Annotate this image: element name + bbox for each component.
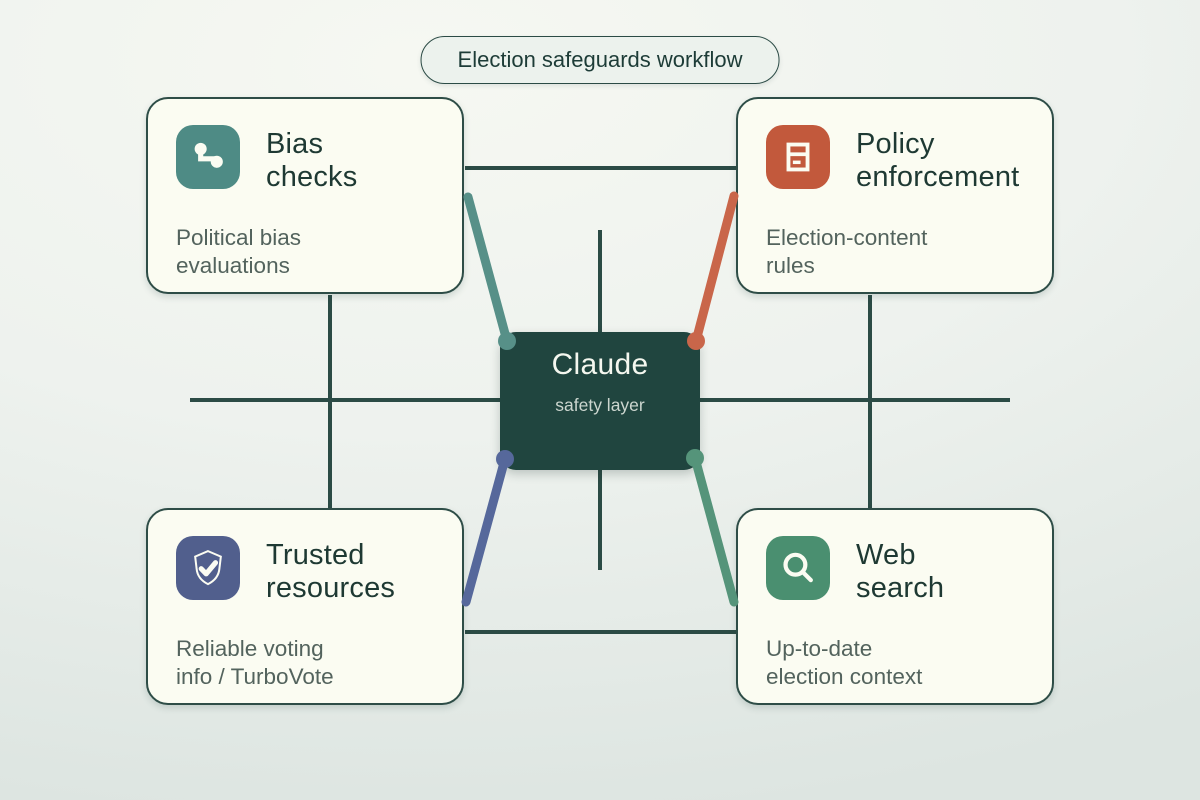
- card-web-search: Web search Up-to-date election context: [736, 508, 1054, 705]
- card-bias-checks: Bias checks Political bias evaluations: [146, 97, 464, 294]
- card-title: Policy enforcement: [856, 128, 1020, 193]
- workflow-nodes-icon: [176, 125, 240, 189]
- document-rules-icon: [766, 125, 830, 189]
- magnifier-icon: [766, 536, 830, 600]
- card-subtitle: Political bias evaluations: [176, 225, 302, 278]
- card-title: Trusted resources: [266, 539, 396, 604]
- card-policy-enforcement: Policy enforcement Election-content rule…: [736, 97, 1054, 294]
- card-policy-enforcement-head: Policy enforcement: [766, 125, 1024, 194]
- card-bias-checks-head: Bias checks: [176, 125, 434, 194]
- card-title: Web search: [856, 539, 945, 604]
- claude-safety-layer-node: Claude safety layer: [500, 332, 700, 470]
- card-subtitle: Election-content rules: [766, 225, 928, 278]
- card-subtitle: Up-to-date election context: [766, 636, 923, 689]
- card-trusted-resources-head: Trusted resources: [176, 536, 434, 605]
- workflow-title-pill: Election safeguards workflow: [420, 36, 780, 84]
- claude-node-subtitle: safety layer: [555, 395, 645, 415]
- shield-check-icon: [176, 536, 240, 600]
- connector-trusted-resources: [461, 450, 514, 607]
- card-title: Bias checks: [266, 128, 358, 193]
- connector-web-search: [686, 449, 739, 607]
- workflow-title: Election safeguards workflow: [457, 47, 743, 72]
- card-trusted-resources: Trusted resources Reliable voting info /…: [146, 508, 464, 705]
- claude-node-title: Claude: [551, 348, 649, 381]
- connector-policy-enforcement: [687, 191, 739, 350]
- card-web-search-head: Web search: [766, 536, 1024, 605]
- connector-bias-checks: [463, 192, 516, 350]
- card-subtitle: Reliable voting info / TurboVote: [176, 636, 334, 689]
